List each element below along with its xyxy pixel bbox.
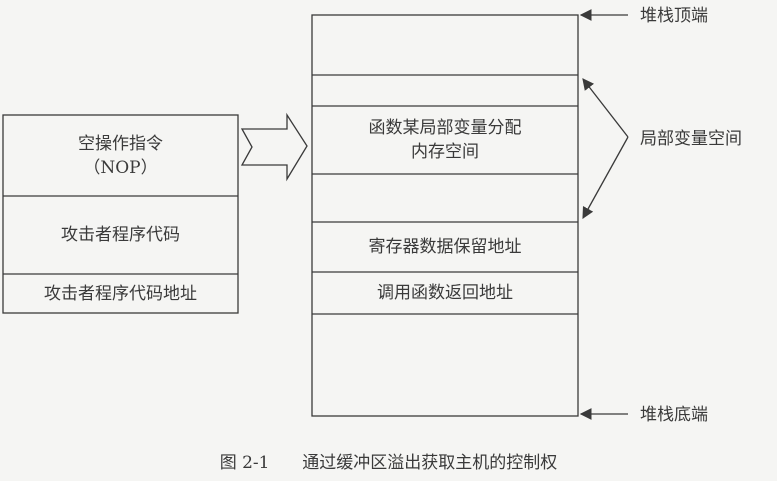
nop-cell: 空操作指令 （NOP） — [3, 118, 238, 194]
local-var-arrow-up — [582, 78, 629, 138]
overflow-arrow — [240, 112, 308, 182]
local-var-space-label: 局部变量空间 — [640, 129, 742, 149]
figure-caption: 图 2-1 通过缓冲区溢出获取主机的控制权 — [0, 451, 777, 475]
stack-bottom-label: 堆栈底端 — [640, 405, 708, 425]
stack-top-label: 堆栈顶端 — [640, 6, 708, 26]
caption-number: 图 2-1 — [219, 453, 270, 473]
payload-box — [2, 114, 239, 314]
nop-sublabel: （NOP） — [83, 158, 158, 178]
register-save-cell: 寄存器数据保留地址 — [312, 223, 578, 271]
local-var-arrow-down — [582, 136, 629, 220]
stack-column — [311, 14, 579, 417]
attacker-code-address-cell: 攻击者程序代码地址 — [3, 275, 238, 312]
nop-label: 空操作指令 — [78, 134, 163, 154]
caption-text: 通过缓冲区溢出获取主机的控制权 — [302, 453, 558, 473]
attacker-code-address-label: 攻击者程序代码地址 — [44, 283, 197, 304]
local-var-sublabel: 内存空间 — [411, 142, 479, 162]
register-save-label: 寄存器数据保留地址 — [368, 237, 522, 257]
attacker-code-cell: 攻击者程序代码 — [3, 197, 238, 273]
local-var-label: 函数某局部变量分配 — [368, 118, 522, 138]
attacker-code-label: 攻击者程序代码 — [61, 225, 180, 245]
return-address-label: 调用函数返回地址 — [377, 283, 513, 303]
local-var-cell: 函数某局部变量分配 内存空间 — [312, 107, 578, 173]
return-address-cell: 调用函数返回地址 — [312, 273, 578, 313]
